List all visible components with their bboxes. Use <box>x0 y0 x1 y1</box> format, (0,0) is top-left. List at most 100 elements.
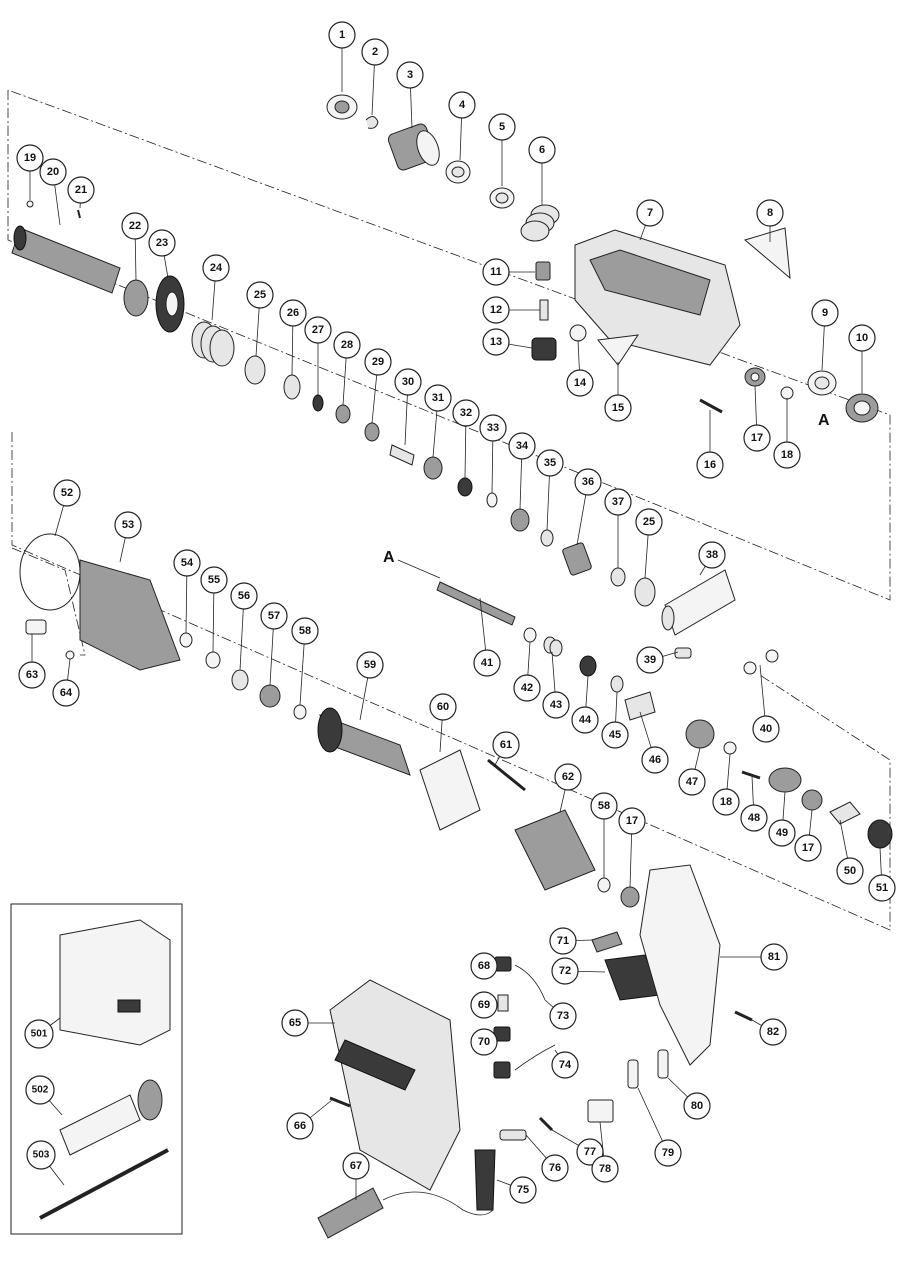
callout-circle <box>571 706 599 734</box>
callout-number: 10 <box>856 332 868 344</box>
callout-circle <box>492 731 520 759</box>
part-callout-52: 52 <box>53 479 81 537</box>
callout-number: 45 <box>609 729 621 741</box>
callout-number: 42 <box>521 682 533 694</box>
callout-number: 26 <box>287 307 299 319</box>
callout-circle <box>541 1154 569 1182</box>
part-callout-62: 62 <box>554 763 582 813</box>
part-callout-58: 58 <box>291 617 319 706</box>
callout-circle <box>67 176 95 204</box>
callout-number: 49 <box>776 827 788 839</box>
callout-number: 44 <box>579 714 592 726</box>
callout-number: 36 <box>582 476 594 488</box>
callout-circle <box>52 679 80 707</box>
callout-number: 34 <box>516 440 529 452</box>
callout-circle <box>604 394 632 422</box>
callout-number: 12 <box>490 304 502 316</box>
callout-number: 20 <box>47 166 59 178</box>
callout-circle <box>473 649 501 677</box>
part-callout-36: 36 <box>574 468 602 546</box>
callout-number: 63 <box>26 669 38 681</box>
callout-number: 31 <box>432 392 444 404</box>
callout-circle <box>509 1176 537 1204</box>
part-callout-13: 13 <box>482 328 533 356</box>
callout-circle <box>202 254 230 282</box>
callout-circle <box>740 804 768 832</box>
callout-circle <box>683 1092 711 1120</box>
part-callout-503: 503 <box>26 1140 65 1186</box>
part-callout-29: 29 <box>364 348 392 424</box>
part-callout-17: 17 <box>743 385 771 452</box>
part-callout-14: 14 <box>566 339 594 397</box>
callout-circle <box>361 38 389 66</box>
part-callout-58: 58 <box>590 792 618 878</box>
callout-number: 39 <box>644 654 656 666</box>
callout-number: 32 <box>460 407 472 419</box>
callout-number: 47 <box>686 776 698 788</box>
callout-circle <box>752 715 780 743</box>
part-callout-80: 80 <box>667 1077 711 1120</box>
part-callout-30: 30 <box>394 368 422 446</box>
part-callout-49: 49 <box>768 791 796 847</box>
part-callout-51: 51 <box>868 847 896 902</box>
callout-number: 59 <box>364 659 376 671</box>
callout-circle <box>25 1075 55 1105</box>
callout-circle <box>488 113 516 141</box>
callout-circle <box>696 451 724 479</box>
callout-number: 50 <box>844 865 856 877</box>
part-callout-76: 76 <box>525 1134 569 1182</box>
callout-circle <box>591 1155 619 1183</box>
callout-circle <box>836 857 864 885</box>
callout-circle <box>482 328 510 356</box>
part-callout-16: 16 <box>696 410 724 479</box>
part-callout-79: 79 <box>637 1087 682 1167</box>
reference-marker-a-lower: A <box>383 549 395 566</box>
callout-number: 75 <box>517 1184 529 1196</box>
callout-number: 1 <box>339 29 345 41</box>
part-callout-32: 32 <box>452 399 480 479</box>
part-callout-24: 24 <box>202 254 230 321</box>
callout-number: 13 <box>490 336 502 348</box>
callout-circle <box>759 1018 787 1046</box>
part-callout-66: 66 <box>286 1099 333 1140</box>
callout-circle <box>173 549 201 577</box>
part-callout-37: 37 <box>604 488 632 568</box>
callout-number: 501 <box>31 1029 48 1040</box>
callout-circle <box>536 449 564 477</box>
callout-circle <box>528 136 556 164</box>
callout-number: 4 <box>459 99 466 111</box>
callout-circle <box>452 399 480 427</box>
callout-number: 74 <box>559 1059 572 1071</box>
callout-number: 17 <box>802 842 814 854</box>
part-callout-68: 68 <box>470 952 498 980</box>
part-callout-71: 71 <box>549 927 593 955</box>
callout-circle <box>16 144 44 172</box>
callout-number: 67 <box>350 1160 362 1172</box>
callout-circle <box>482 296 510 324</box>
callout-number: 77 <box>584 1146 596 1158</box>
part-callout-69: 69 <box>470 991 498 1019</box>
callout-circle <box>636 199 664 227</box>
callout-circle <box>260 602 288 630</box>
part-callout-26: 26 <box>279 299 307 376</box>
callout-number: 66 <box>294 1120 306 1132</box>
callout-number: 8 <box>767 207 773 219</box>
callout-circle <box>508 432 536 460</box>
callout-number: 35 <box>544 457 556 469</box>
part-callout-57: 57 <box>260 602 288 686</box>
part-callout-11: 11 <box>482 258 535 286</box>
callout-circle <box>654 1139 682 1167</box>
callout-number: 23 <box>156 237 168 249</box>
callout-circle <box>291 617 319 645</box>
callout-number: 55 <box>208 574 220 586</box>
callout-number: 53 <box>122 519 134 531</box>
part-callout-10: 10 <box>848 324 876 393</box>
callout-number: 11 <box>490 266 502 278</box>
part-callout-18: 18 <box>712 753 740 816</box>
callout-number: 5 <box>499 121 505 133</box>
part-callout-46: 46 <box>639 711 669 774</box>
callout-circle <box>281 1009 309 1037</box>
part-callout-6: 6 <box>528 136 556 205</box>
callout-circle <box>678 768 706 796</box>
part-callout-48: 48 <box>740 775 768 832</box>
